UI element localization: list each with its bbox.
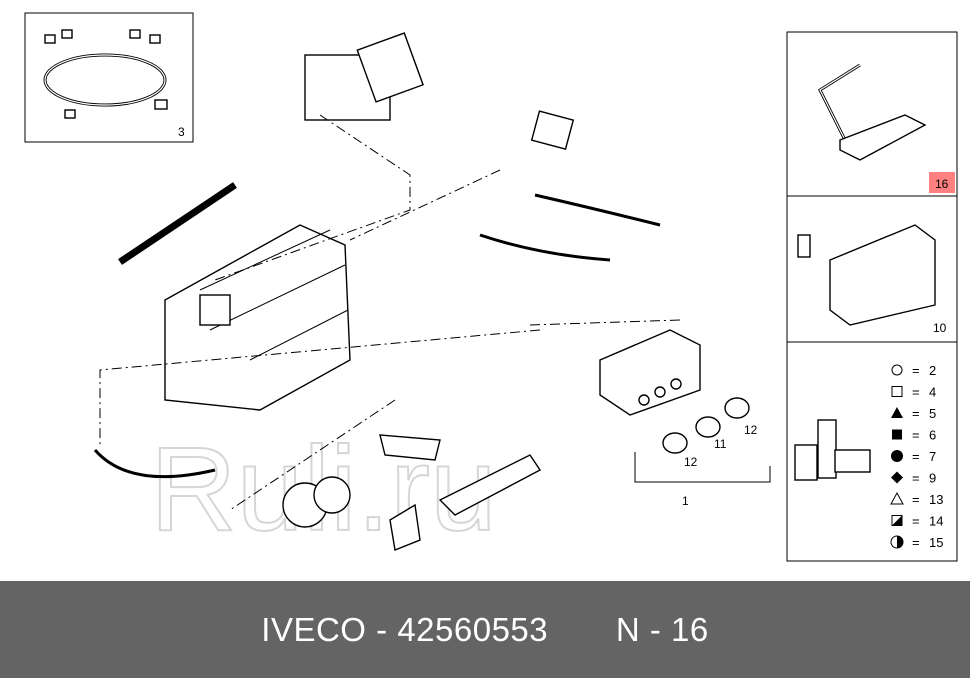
svg-text:=: = <box>912 363 920 378</box>
brand: IVECO <box>261 610 367 648</box>
legend-label: 9 <box>929 471 936 486</box>
svg-text:=: = <box>912 514 920 529</box>
callout-11: 11 <box>714 437 727 451</box>
square-outline-icon <box>891 386 903 397</box>
legend-item-4: =4 <box>891 385 936 400</box>
separator: - <box>366 610 398 648</box>
triangle-filled-icon <box>891 407 903 418</box>
footer-caption: IVECO - 42560553 N - 16 <box>0 581 970 678</box>
square-filled-icon <box>892 429 902 440</box>
circle-filled-icon <box>891 450 903 462</box>
legend-label: 13 <box>929 492 943 507</box>
page-ref: N - 16 <box>615 610 709 648</box>
callout-3: 3 <box>178 125 185 139</box>
callout-16: 16 <box>935 177 949 191</box>
part-number: 42560553 <box>397 610 549 648</box>
evaporator-box[interactable]: 10 <box>786 195 958 343</box>
svg-text:=: = <box>912 385 920 400</box>
svg-text:=: = <box>912 492 920 507</box>
legend-item-9: =9 <box>891 471 936 486</box>
svg-text:=: = <box>912 428 920 443</box>
seal-strip <box>118 182 237 265</box>
triangle-outline-icon <box>890 491 904 505</box>
legend-item-2: =2 <box>891 363 936 378</box>
legend-item-6: =6 <box>892 428 936 443</box>
legend-label: 2 <box>929 363 936 378</box>
callout-10: 10 <box>933 321 947 335</box>
control-module <box>839 114 927 161</box>
legend-label: 5 <box>929 406 936 421</box>
square-half-icon <box>891 515 903 526</box>
legend-label: 4 <box>929 385 936 400</box>
parts-diagram: Ruli.ru 3 16 10 =2=4=5=6=7=9=13=14=15 <box>24 12 958 562</box>
control-panel[interactable] <box>599 329 701 416</box>
highlight-16 <box>929 172 955 193</box>
evaporator <box>829 224 936 326</box>
heater-unit <box>164 224 351 411</box>
svg-text:=: = <box>912 471 920 486</box>
callout-12b: 12 <box>744 423 758 437</box>
legend-item-5: =5 <box>891 406 936 421</box>
svg-text:=: = <box>912 535 920 550</box>
legend-item-7: =7 <box>891 449 936 464</box>
svg-text:=: = <box>912 406 920 421</box>
legend-label: 14 <box>929 514 943 529</box>
legend-item-13: = 13 <box>890 491 943 507</box>
sensor <box>530 110 575 151</box>
legend-item-14: = 14 <box>891 514 943 529</box>
legend-label: 15 <box>929 535 943 550</box>
diamond-filled-icon <box>891 471 903 484</box>
svg-text:=: = <box>912 449 920 464</box>
duct-grille <box>438 454 542 516</box>
circle-outline-icon <box>891 364 903 376</box>
callout-1: 1 <box>682 494 689 508</box>
circle-half-icon <box>890 535 904 549</box>
legend-box: =2=4=5=6=7=9=13=14=15 <box>786 341 958 562</box>
callout-12a: 12 <box>684 455 698 469</box>
harness-box[interactable]: 3 <box>24 12 194 143</box>
legend-label: 6 <box>929 428 936 443</box>
legend-label: 7 <box>929 449 936 464</box>
module-box[interactable]: 16 <box>786 31 958 197</box>
gasket <box>356 32 424 103</box>
legend-item-15: = 15 <box>890 535 943 550</box>
